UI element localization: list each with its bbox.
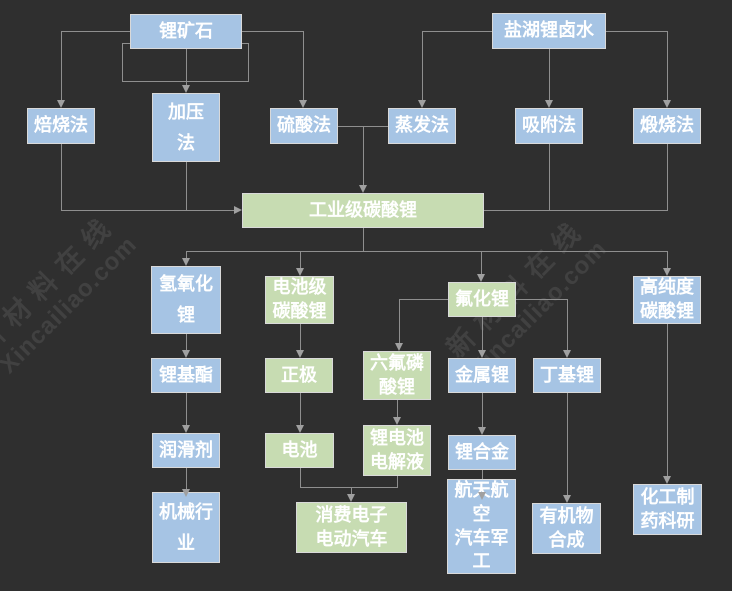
arrowhead xyxy=(663,476,671,484)
connector-branch-high-purity xyxy=(667,251,668,269)
connector-lif-butyl xyxy=(567,299,568,351)
node-lithium-battery-electrolyte: 锂电池 电解液 xyxy=(363,425,431,476)
connector-branch-lioh xyxy=(186,251,187,259)
connector-ore-roasting xyxy=(61,31,62,101)
watermark: 新材料在线 Xincailiao.com xyxy=(0,183,164,400)
node-battery: 电池 xyxy=(265,433,334,468)
connector-lif-butyl xyxy=(516,299,567,300)
connector-consumer-bus xyxy=(300,487,398,488)
node-lithium-hexafluorophosphate: 六氟磷 酸锂 xyxy=(363,351,431,400)
connector-butyl-organic xyxy=(567,393,568,496)
connector-metal-alloy xyxy=(482,393,483,428)
connector-battery-merge xyxy=(300,468,301,487)
node-battery-grade-lithium-carbonate: 电池级 碳酸锂 xyxy=(265,276,334,324)
connector-ore-pressure xyxy=(186,49,187,86)
connector-brine-evaporation xyxy=(422,31,492,32)
connector-branch-battery-grade xyxy=(300,251,301,269)
watermark-cn-text: 新材料在线 xyxy=(0,207,123,360)
arrowhead xyxy=(182,85,190,93)
connector-brine-evaporation xyxy=(422,31,423,101)
connector-calcination-industrial xyxy=(667,144,668,211)
node-roasting-method: 焙烧法 xyxy=(27,108,95,144)
node-adsorption-method: 吸附法 xyxy=(515,108,583,144)
node-lubricant: 润滑剂 xyxy=(152,433,220,468)
arrowhead xyxy=(57,100,65,108)
connector-brine-calcination xyxy=(606,31,667,32)
connector-lioh-ester xyxy=(186,334,187,351)
arrowhead xyxy=(663,268,671,276)
node-lithium-metal: 金属锂 xyxy=(448,358,516,393)
watermark-url-text: Xincailiao.com xyxy=(0,231,143,379)
node-chemical-pharma-research: 化工制 药科研 xyxy=(633,484,702,535)
connector-left-merge xyxy=(61,210,234,211)
node-machinery-industry: 机械行 业 xyxy=(152,492,220,563)
node-industrial-lithium-carbonate: 工业级碳酸锂 xyxy=(242,193,484,228)
arrowhead xyxy=(478,427,486,435)
arrowhead xyxy=(359,185,367,193)
node-cathode: 正极 xyxy=(265,358,333,393)
node-lithium-hydroxide: 氢氧化 锂 xyxy=(151,266,221,334)
arrowhead xyxy=(182,489,190,497)
arrowhead xyxy=(393,417,401,425)
arrowhead xyxy=(563,350,571,358)
node-lithium-ester: 锂基酯 xyxy=(151,358,221,393)
connector-brine-calcination xyxy=(667,31,668,101)
connector-lipf6-electrolyte xyxy=(397,400,398,418)
connector-ester-lubricant xyxy=(186,393,187,426)
arrowhead xyxy=(418,100,426,108)
arrowhead xyxy=(395,343,403,351)
connector-roasting-industrial xyxy=(61,144,62,210)
arrowhead xyxy=(478,350,486,358)
arrowhead xyxy=(296,425,304,433)
connector-electrolyte-merge xyxy=(397,476,398,487)
connector-bus-consumer xyxy=(351,487,352,495)
connector-highpurity-pharma xyxy=(667,324,668,477)
arrowhead xyxy=(299,100,307,108)
arrowhead xyxy=(182,350,190,358)
arrowhead xyxy=(563,495,571,503)
arrowhead xyxy=(545,100,553,108)
node-lithium-ore: 锂矿石 xyxy=(130,14,242,49)
arrowhead xyxy=(663,100,671,108)
connector-branch-bus xyxy=(186,251,668,252)
arrowhead xyxy=(296,268,304,276)
connector-lif-lipf6 xyxy=(399,299,448,300)
node-salt-lake-brine: 盐湖锂卤水 xyxy=(492,13,606,49)
node-butyllithium: 丁基锂 xyxy=(533,358,601,393)
arrowhead xyxy=(234,206,242,214)
connector-batterygrade-cathode xyxy=(300,324,301,351)
node-high-purity-lithium-carbonate: 高纯度 碳酸锂 xyxy=(633,276,701,324)
node-organic-synthesis: 有机物 合成 xyxy=(532,503,601,554)
connector-lubricant-machinery xyxy=(186,468,187,490)
connector-adsorption-industrial xyxy=(549,144,550,210)
node-calcination-method: 煅烧法 xyxy=(633,108,701,144)
connector-tee-industrial xyxy=(363,126,364,186)
connector-branch-lif xyxy=(481,251,482,275)
node-aerospace-auto-military: 航天航 空 汽车军 工 xyxy=(447,479,516,574)
arrowhead xyxy=(182,258,190,266)
arrowhead xyxy=(347,494,355,502)
arrowhead xyxy=(296,350,304,358)
arrowhead xyxy=(477,274,485,282)
connector-right-merge xyxy=(484,210,668,211)
arrowhead xyxy=(182,425,190,433)
connector-ore-sulfuric xyxy=(242,31,303,32)
connector-industrial-stem xyxy=(363,228,364,251)
node-lithium-alloy: 锂合金 xyxy=(448,435,516,470)
connector-lif-metal xyxy=(482,317,483,351)
node-consumer-electronics-ev: 消费电子 电动汽车 xyxy=(296,502,407,553)
connector-pressure-industrial xyxy=(186,162,187,210)
node-pressure-method: 加压 法 xyxy=(152,93,220,162)
connector-brine-adsorption xyxy=(549,49,550,101)
connector-cathode-battery xyxy=(300,393,301,426)
connector-ore-sulfuric xyxy=(303,31,304,101)
arrowhead xyxy=(478,492,486,500)
node-evaporation-method: 蒸发法 xyxy=(388,108,456,144)
connector-lif-lipf6 xyxy=(399,299,400,344)
connector-ore-roasting xyxy=(61,31,130,32)
node-sulfuric-acid-method: 硫酸法 xyxy=(270,108,338,144)
node-lithium-fluoride: 氟化锂 xyxy=(448,282,516,317)
